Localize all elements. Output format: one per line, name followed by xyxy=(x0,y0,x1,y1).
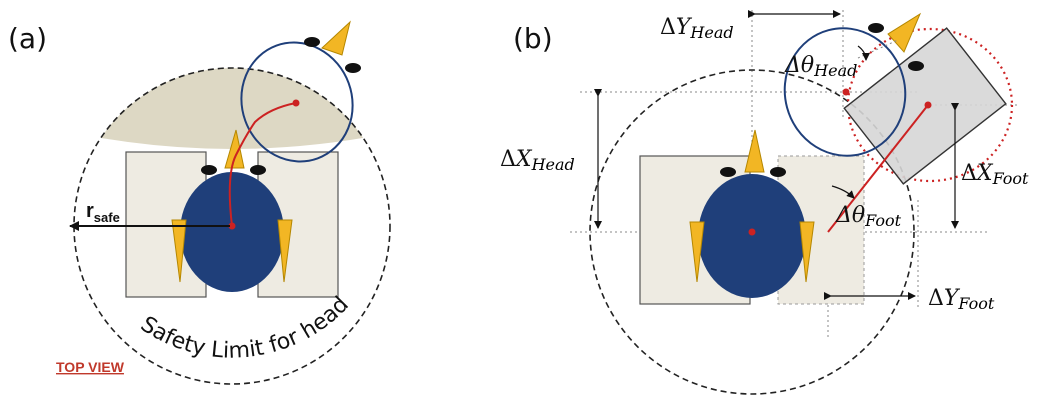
body-ear-right-icon xyxy=(250,165,266,175)
head-orientation-line xyxy=(857,39,899,59)
panel-a-label: (a) xyxy=(8,22,47,55)
left-fin-icon xyxy=(171,219,187,283)
r-safe-label: rsafe xyxy=(86,200,120,225)
head-ear-left-icon xyxy=(304,37,320,47)
top-view-label: TOP VIEW xyxy=(56,359,125,375)
right-support-box-b xyxy=(777,155,865,305)
delta-y-foot-label: ΔYFoot xyxy=(928,286,995,313)
delta-theta-foot-arc xyxy=(831,185,855,199)
safety-limit-label: Safety Limit for head xyxy=(136,292,354,364)
head-center-dot-b xyxy=(842,88,850,96)
body-ellipse xyxy=(180,172,284,292)
head-ear-left-icon-b xyxy=(868,23,884,33)
delta-y-head-label: ΔYHead xyxy=(660,15,734,42)
head-trajectory-path xyxy=(228,102,297,227)
moved-head-ellipse-b xyxy=(783,27,907,157)
safety-limit-circle-b xyxy=(589,69,915,395)
body-ear-left-icon-b xyxy=(720,167,736,177)
body-beak-icon-b xyxy=(744,129,765,173)
body-ellipse-b xyxy=(698,174,806,298)
body-center-dot xyxy=(228,222,236,230)
head-center-dot xyxy=(292,99,300,107)
head-beak-icon-b xyxy=(887,12,922,53)
body-ear-right-icon-b xyxy=(770,167,786,177)
panel-a: (a) rsafe Safety Limit for xyxy=(8,20,391,385)
delta-theta-head-arc xyxy=(857,45,870,61)
panel-b-label: (b) xyxy=(513,22,553,55)
panel-b: (b) xyxy=(500,10,1029,395)
foot-vector-line xyxy=(827,104,929,233)
delta-theta-head-label: ΔθHead xyxy=(784,53,857,80)
moved-head-ellipse xyxy=(240,41,354,163)
head-beak-icon xyxy=(321,20,351,56)
body-ear-left-icon xyxy=(201,165,217,175)
delta-x-head-label: ΔXHead xyxy=(500,147,575,174)
safety-limit-circle xyxy=(73,67,391,385)
right-fin-icon-b xyxy=(799,221,815,283)
right-fin-icon xyxy=(277,219,293,283)
delta-theta-foot-label: ΔθFoot xyxy=(835,203,902,230)
foot-center-dot xyxy=(924,101,932,109)
head-ear-right-icon-b xyxy=(908,61,924,71)
left-fin-icon-b xyxy=(689,221,705,283)
delta-x-foot-label: ΔXFoot xyxy=(961,161,1029,188)
body-center-dot-b xyxy=(748,228,756,236)
head-ear-right-icon xyxy=(345,63,361,73)
